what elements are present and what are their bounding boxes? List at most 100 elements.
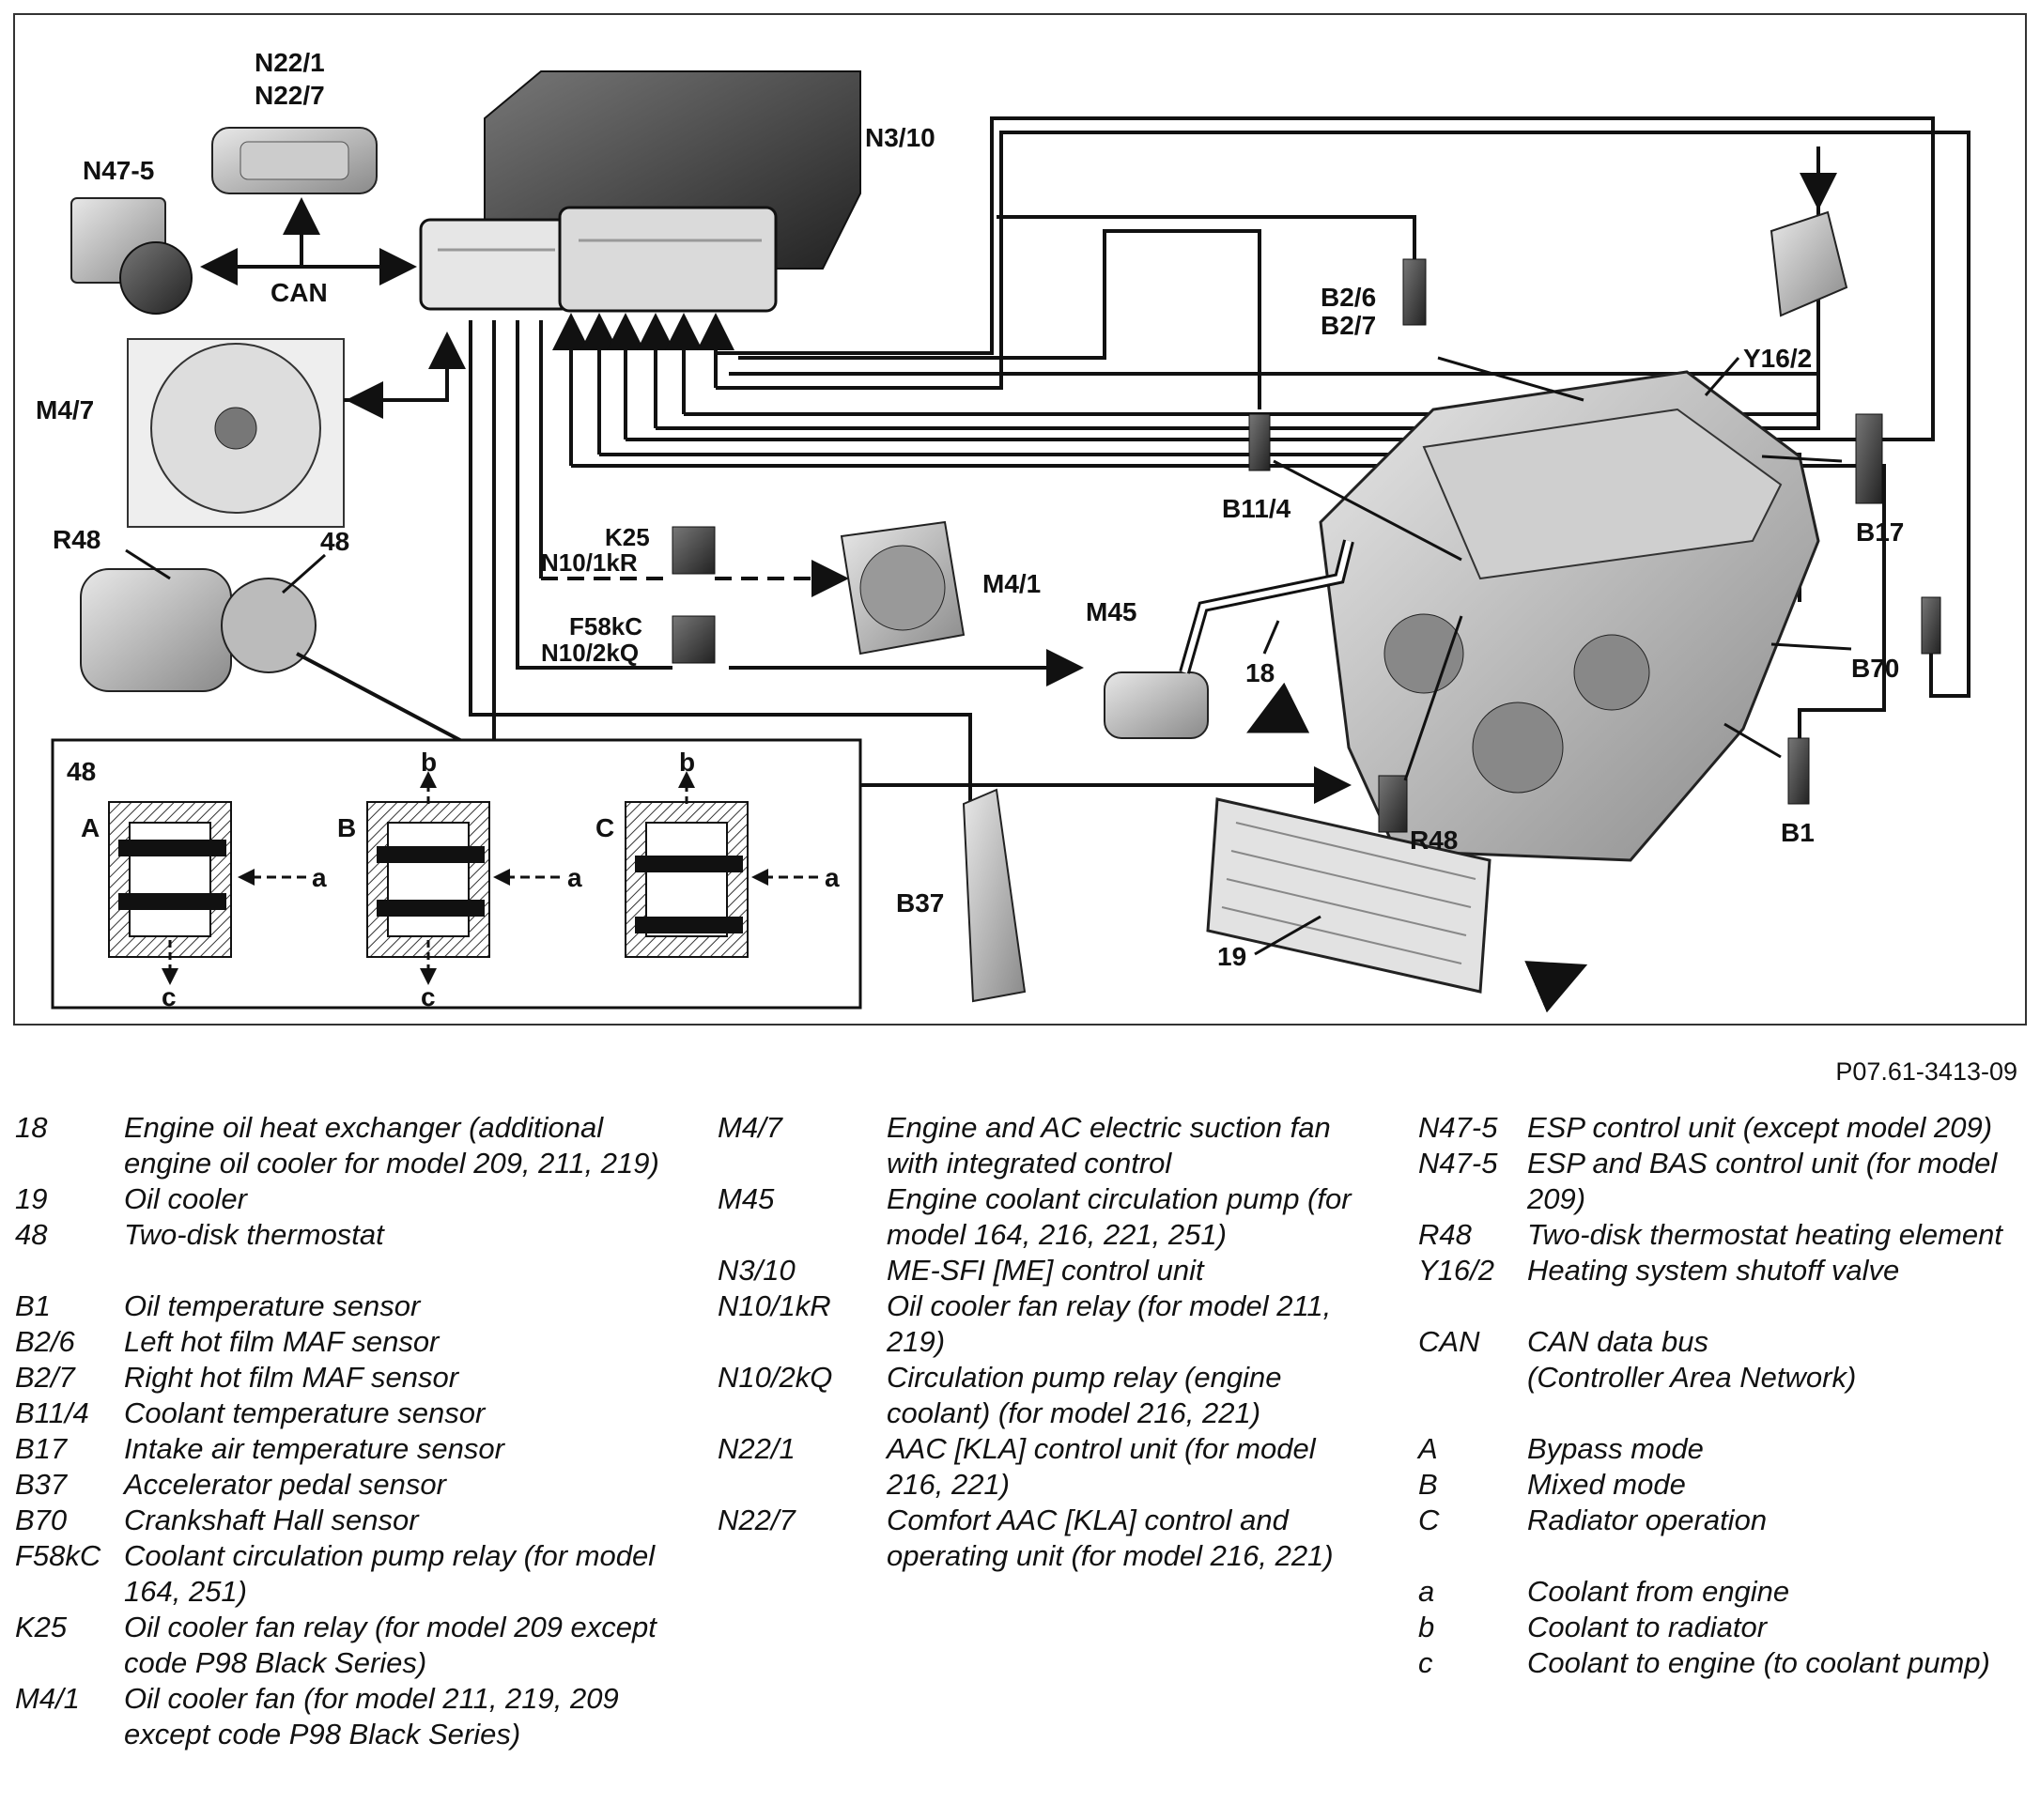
label-f58kc: F58kC <box>569 612 642 640</box>
legend-description: CAN data bus <box>1527 1325 1708 1358</box>
label-b1: B1 <box>1781 818 1815 847</box>
label-19: 19 <box>1217 942 1246 971</box>
legend-code: N10/2kQ <box>718 1361 833 1394</box>
legend-code: B1 <box>15 1289 51 1322</box>
oil-cooler-19 <box>1206 797 1491 994</box>
legend-description: Circulation pump relay (engine coolant) … <box>887 1361 1282 1429</box>
legend-item: B2/7 Right hot film MAF sensor <box>15 1360 672 1396</box>
fan-control-line <box>344 332 466 402</box>
legend-item: 18 Engine oil heat exchanger (additional … <box>15 1110 672 1181</box>
legend-item: B11/4 Coolant temperature sensor <box>15 1396 672 1431</box>
legend-description: Comfort AAC [KLA] control and operating … <box>887 1504 1334 1572</box>
legend-code: Y16/2 <box>1418 1254 1495 1287</box>
esp-control-unit <box>70 197 193 315</box>
legend-code: a <box>1418 1575 1435 1608</box>
legend-description: Bypass mode <box>1527 1432 1704 1465</box>
label-r48-left: R48 <box>53 525 100 554</box>
label-m4-7: M4/7 <box>36 395 94 424</box>
legend-code: N3/10 <box>718 1254 796 1287</box>
inset-label-a-mode: A <box>81 813 100 842</box>
inset-label-a-3: a <box>825 863 840 892</box>
legend-description: ESP and BAS control unit (for model 209) <box>1527 1147 1998 1215</box>
label-n22-1: N22/1 <box>255 48 325 77</box>
legend-item: N10/2kQ Circulation pump relay (engine co… <box>718 1360 1356 1431</box>
legend-description: Oil cooler fan relay (for model 211, 219… <box>887 1289 1332 1358</box>
legend-item: N47-5 ESP and BAS control unit (for model… <box>1418 1146 2038 1217</box>
inset-label-c: c <box>162 982 177 1011</box>
sensor-pointers <box>1273 356 1852 781</box>
label-n3-10: N3/10 <box>865 123 935 152</box>
label-b2-6: B2/6 <box>1321 283 1376 312</box>
legend-description: Mixed mode <box>1527 1468 1686 1501</box>
legend-description: Coolant circulation pump relay (for mode… <box>124 1539 656 1608</box>
legend-description: Right hot film MAF sensor <box>124 1361 459 1394</box>
legend-spacer <box>1418 1288 2038 1324</box>
legend-description: Two-disk thermostat heating element <box>1527 1218 2002 1251</box>
legend-description: ESP control unit (except model 209) <box>1527 1111 1993 1144</box>
inset-title: 48 <box>67 757 96 786</box>
inset-label-b-2: b <box>679 748 695 777</box>
legend-description: Oil cooler <box>124 1182 247 1215</box>
legend-item: B Mixed mode <box>1418 1467 2038 1503</box>
legend-code: M4/1 <box>15 1682 80 1715</box>
legend-code: 48 <box>15 1218 48 1251</box>
label-b70: B70 <box>1851 654 1899 683</box>
legend-code: C <box>1418 1504 1440 1536</box>
coolant-pump-m45 <box>1104 671 1209 739</box>
legend-column-1: 18 Engine oil heat exchanger (additional … <box>15 1110 672 1752</box>
legend-code <box>1418 1360 1527 1396</box>
legend-code: B17 <box>15 1432 68 1465</box>
legend-description: AAC [KLA] control unit (for model 216, 2… <box>887 1432 1316 1501</box>
legend-description: Engine oil heat exchanger (additional en… <box>124 1111 659 1180</box>
label-y16-2: Y16/2 <box>1743 344 1812 373</box>
label-n47-5: N47-5 <box>83 156 154 185</box>
legend-spacer <box>15 1253 672 1288</box>
legend-code: b <box>1418 1611 1435 1643</box>
legend-description: Engine and AC electric suction fan with … <box>887 1111 1331 1180</box>
label-r48-right: R48 <box>1410 825 1458 855</box>
legend-description: Oil cooler fan (for model 211, 219, 209 … <box>124 1682 619 1751</box>
inset-label-a: a <box>312 863 327 892</box>
legend-code: B11/4 <box>15 1396 89 1429</box>
legend-code: c <box>1418 1646 1433 1679</box>
legend-item: N3/10 ME-SFI [ME] control unit <box>718 1253 1356 1288</box>
legend-code: B70 <box>15 1504 68 1536</box>
legend-code: 18 <box>15 1111 48 1144</box>
legend-code: N47-5 <box>1418 1147 1498 1180</box>
inset-label-b-mode: B <box>337 813 356 842</box>
legend-spacer <box>1418 1396 2038 1431</box>
legend-description: ME-SFI [ME] control unit <box>887 1254 1204 1287</box>
legend-description: Oil cooler fan relay (for model 209 exce… <box>124 1611 657 1679</box>
thermostat-housing <box>80 568 317 692</box>
label-b2-7: B2/7 <box>1321 311 1376 340</box>
legend-code: K25 <box>15 1611 68 1643</box>
legend-code: B2/7 <box>15 1361 75 1394</box>
inset-label-c-mode: C <box>595 813 614 842</box>
aac-control-unit <box>211 127 378 194</box>
legend-description: Oil temperature sensor <box>124 1289 421 1322</box>
legend-code: B <box>1418 1468 1438 1501</box>
legend-item: M4/1 Oil cooler fan (for model 211, 219, … <box>15 1681 672 1752</box>
image-code: P07.61-3413-09 <box>1835 1057 2017 1086</box>
label-n22-7: N22/7 <box>255 81 325 110</box>
legend-spacer <box>1418 1538 2038 1574</box>
legend-code: N22/7 <box>718 1504 796 1536</box>
legend-description: Coolant temperature sensor <box>124 1396 486 1429</box>
